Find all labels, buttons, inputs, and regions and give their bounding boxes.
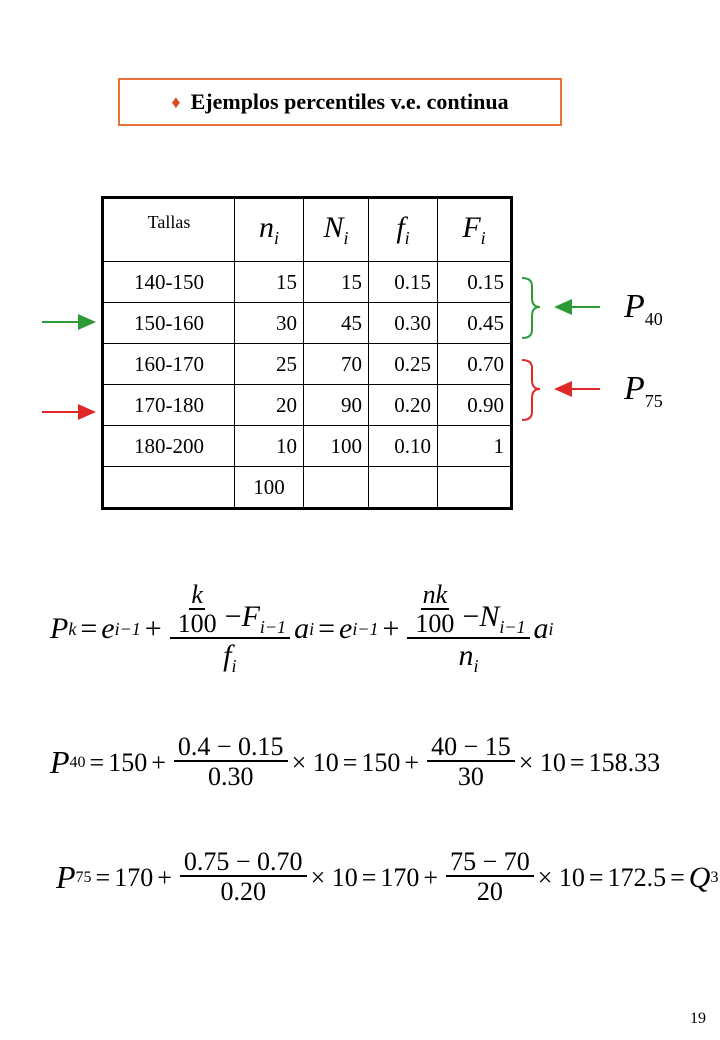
table-row: 140-150 15 15 0.15 0.15 <box>102 261 512 303</box>
cell-class: 150-160 <box>102 302 235 344</box>
table-header-row: Tallas ni Ni fi Fi <box>102 197 512 262</box>
table-row: 160-170 25 70 0.25 0.70 <box>102 343 512 385</box>
cell-Fi: 1 <box>437 425 512 467</box>
cell-ni: 20 <box>234 384 304 426</box>
cell-empty <box>368 466 438 509</box>
fraction-1: k 100 −Fi−1 fi <box>169 582 291 677</box>
cell-Ni: 90 <box>303 384 369 426</box>
label-p75: P75 <box>624 370 663 411</box>
cell-ni: 30 <box>234 302 304 344</box>
cell-Ni: 70 <box>303 343 369 385</box>
page-number: 19 <box>690 1010 706 1027</box>
header-Fi: Fi <box>437 197 512 262</box>
fraction-2: nk 100 −Ni−1 ni <box>407 582 530 677</box>
brace-green-icon <box>521 277 541 339</box>
table-total-row: 100 <box>102 466 512 509</box>
cell-Fi: 0.90 <box>437 384 512 426</box>
cell-ni: 15 <box>234 261 304 303</box>
header-Ni: Ni <box>303 197 369 262</box>
cell-class: 140-150 <box>102 261 235 303</box>
table-row: 170-180 20 90 0.20 0.90 <box>102 384 512 426</box>
cell-ni: 25 <box>234 343 304 385</box>
table-row: 150-160 30 45 0.30 0.45 <box>102 302 512 344</box>
cell-fi: 0.15 <box>368 261 438 303</box>
cell-class: 160-170 <box>102 343 235 385</box>
cell-Ni: 45 <box>303 302 369 344</box>
cell-fi: 0.10 <box>368 425 438 467</box>
cell-Fi: 0.70 <box>437 343 512 385</box>
brace-red-icon <box>521 359 541 421</box>
title-text: Ejemplos percentiles v.e. continua <box>190 89 509 114</box>
diamond-bullet-icon: ♦ <box>171 91 181 112</box>
label-p40: P40 <box>624 288 663 329</box>
cell-empty <box>303 466 369 509</box>
cell-fi: 0.30 <box>368 302 438 344</box>
header-ni: ni <box>234 197 304 262</box>
cell-Ni: 100 <box>303 425 369 467</box>
slide-title: ♦ Ejemplos percentiles v.e. continua <box>118 78 562 126</box>
cell-class: 180-200 <box>102 425 235 467</box>
header-fi: fi <box>368 197 438 262</box>
frequency-table: Tallas ni Ni fi Fi 140-150 15 15 0.15 0.… <box>101 196 513 510</box>
cell-total-n: 100 <box>234 466 304 509</box>
cell-fi: 0.20 <box>368 384 438 426</box>
cell-fi: 0.25 <box>368 343 438 385</box>
cell-empty <box>437 466 512 509</box>
cell-Ni: 15 <box>303 261 369 303</box>
cell-class: 170-180 <box>102 384 235 426</box>
cell-Fi: 0.45 <box>437 302 512 344</box>
cell-empty <box>102 466 235 509</box>
header-tallas: Tallas <box>102 197 235 262</box>
table-row: 180-200 10 100 0.10 1 <box>102 425 512 467</box>
cell-Fi: 0.15 <box>437 261 512 303</box>
cell-ni: 10 <box>234 425 304 467</box>
